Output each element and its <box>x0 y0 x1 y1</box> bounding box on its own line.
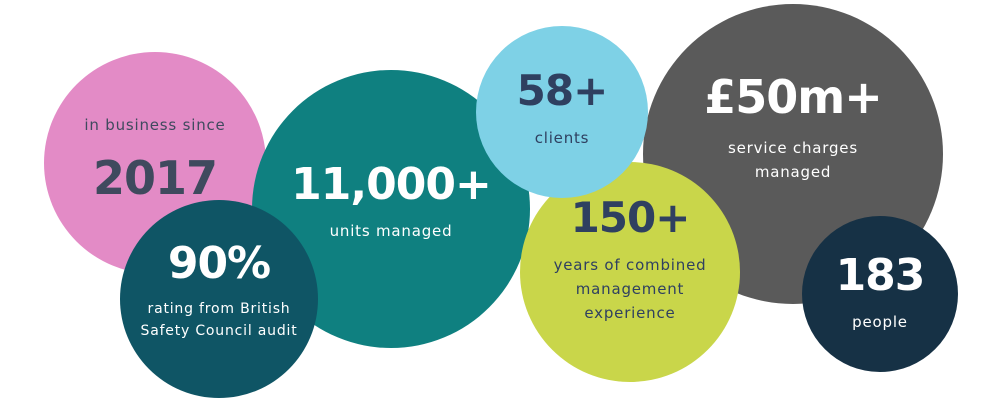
years-experience-label-line2: management <box>575 280 685 298</box>
clients-label: clients <box>534 129 590 147</box>
safety-rating-value: 90% <box>167 238 271 289</box>
stat-bubble-safety-rating: 90% rating from British Safety Council a… <box>120 200 318 398</box>
people-value: 183 <box>835 250 926 301</box>
stat-bubble-people: 183 people <box>802 216 958 372</box>
years-experience-label-line3: experience <box>584 304 676 322</box>
clients-value: 58+ <box>516 66 609 115</box>
service-charges-value: £50m+ <box>704 70 882 124</box>
safety-rating-label-line1: rating from British <box>147 301 291 317</box>
units-managed-label: units managed <box>329 222 453 240</box>
stat-bubble-years-experience: 150+ years of combined management experi… <box>520 162 740 382</box>
in-business-since-label: in business since <box>84 116 226 134</box>
years-experience-label-line1: years of combined <box>553 256 707 274</box>
service-charges-label-line2: managed <box>754 163 832 181</box>
in-business-since-value: 2017 <box>92 151 218 205</box>
people-label: people <box>852 313 908 331</box>
units-managed-value: 11,000+ <box>291 159 492 210</box>
service-charges-label-line1: service charges <box>728 139 858 157</box>
stat-bubble-clients: 58+ clients <box>476 26 648 198</box>
years-experience-value: 150+ <box>570 193 691 242</box>
safety-rating-label-line2: Safety Council audit <box>140 323 298 339</box>
